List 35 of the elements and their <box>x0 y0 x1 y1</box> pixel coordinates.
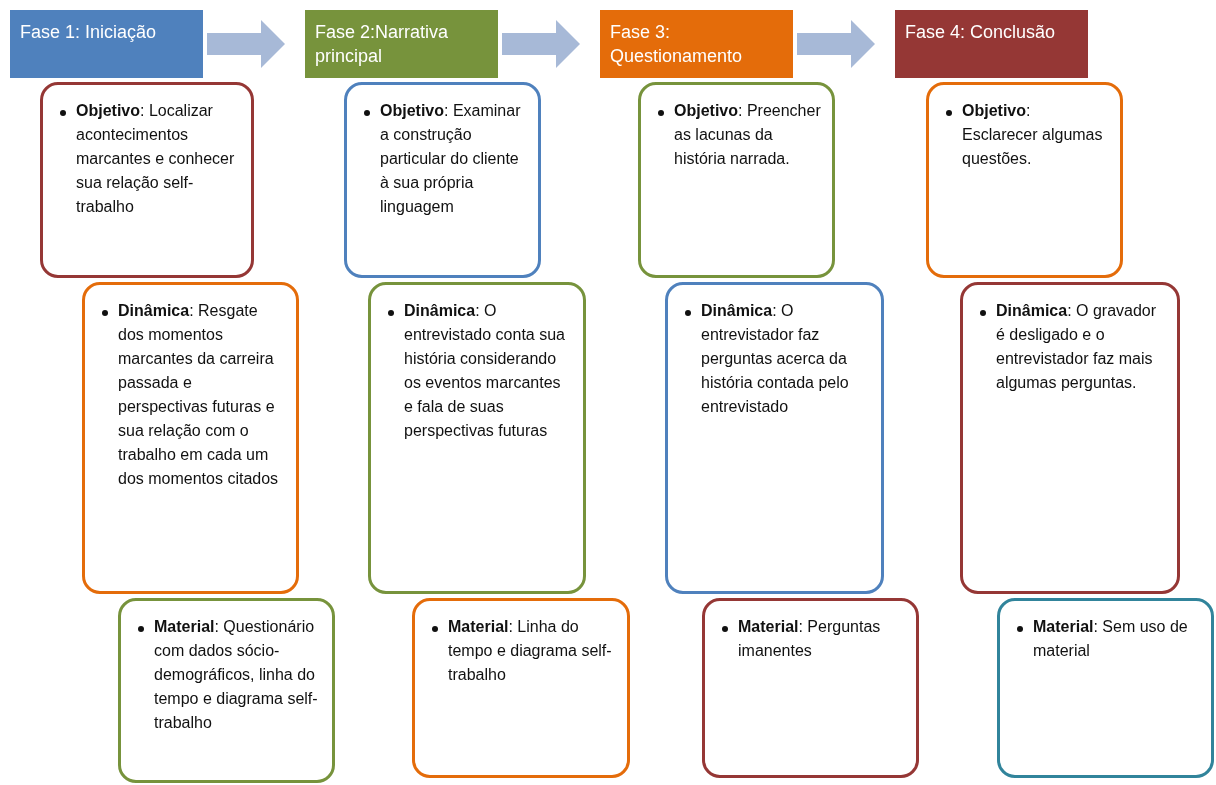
info-card <box>665 282 884 594</box>
block-arrow <box>797 20 875 68</box>
card-text: Objetivo: Localizar acontecimentos marcantes e conhecer sua relação self-trabalho <box>76 101 236 217</box>
card-text: Objetivo: Examinar a construção particular do cliente à sua própria linguagem <box>380 101 522 217</box>
info-card <box>82 282 299 594</box>
info-card <box>344 82 541 278</box>
card-text: Dinâmica: O entrevistador faz perguntas acerca da história contada pelo entrevistado <box>701 301 850 417</box>
phase-header <box>895 10 1088 78</box>
card-text: Material: Questionário com dados sócio-demográficos, linha do tempo e diagrama self-trabalho <box>154 617 319 733</box>
info-card <box>40 82 254 278</box>
card-text: Objetivo: Esclarecer algumas questões. <box>962 101 1104 169</box>
phase-title: Fase 4: Conclusão <box>905 22 1056 42</box>
phase-title: Fase 1: Iniciação <box>20 22 157 42</box>
info-card <box>960 282 1180 594</box>
info-card <box>702 598 919 778</box>
info-card <box>926 82 1123 278</box>
card-text: Objetivo: Preencher as lacunas da história narrada. <box>674 101 822 169</box>
info-card <box>118 598 335 783</box>
card-text: Material: Perguntas imanentes <box>738 617 882 661</box>
card-text: Dinâmica: Resgate dos momentos marcantes da carreira passada e perspectivas futuras e sua relação com o trabalho em cada um dos momentos citados <box>118 301 280 489</box>
phase-title: Fase 2:Narrativa principal <box>315 22 449 66</box>
phase-header <box>600 10 793 78</box>
block-arrow <box>502 20 580 68</box>
info-card <box>412 598 630 778</box>
card-text: Dinâmica: O gravador é desligado e o entrevistador faz mais algumas perguntas. <box>996 301 1158 393</box>
phase-title: Fase 3: Questionamento <box>610 22 743 66</box>
phase-header <box>10 10 203 78</box>
info-card <box>368 282 586 594</box>
block-arrow <box>207 20 285 68</box>
card-text: Material: Linha do tempo e diagrama self-trabalho <box>448 617 613 685</box>
card-text: Material: Sem uso de material <box>1033 617 1189 661</box>
card-text: Dinâmica: O entrevistado conta sua história considerando os eventos marcantes e fala de suas perspectivas futuras <box>404 301 566 441</box>
phase-header <box>305 10 498 78</box>
info-card <box>997 598 1214 778</box>
info-card <box>638 82 835 278</box>
